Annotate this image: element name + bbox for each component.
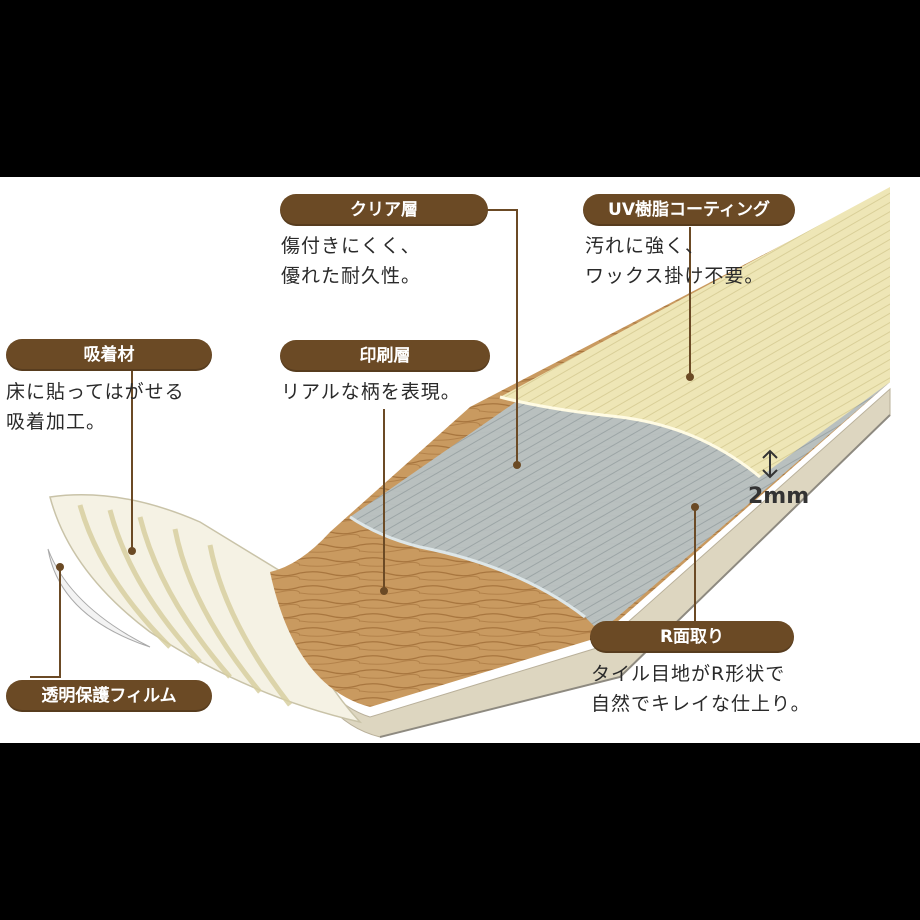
thickness-label: 2mm bbox=[748, 484, 810, 509]
print-layer-dot bbox=[380, 587, 388, 595]
film-dot bbox=[56, 563, 64, 571]
floor-tile-illustration bbox=[30, 187, 891, 738]
uv-coating-label: UV樹脂コーティング bbox=[583, 194, 795, 226]
adhesive-dot bbox=[128, 547, 136, 555]
uv-coating-desc: 汚れに強く、 ワックス掛け不要。 bbox=[585, 235, 765, 287]
diagram-panel: クリア層 傷付きにくく、 優れた耐久性。 UV樹脂コーティング 汚れに強く、 ワ… bbox=[0, 177, 920, 743]
protective-film bbox=[47, 548, 151, 648]
thickness-arrow-icon bbox=[762, 449, 778, 479]
r-bevel-label: R面取り bbox=[590, 621, 794, 653]
uv-layer bbox=[500, 187, 890, 477]
protective-film-label: 透明保護フィルム bbox=[6, 680, 212, 712]
print-layer-label: 印刷層 bbox=[280, 340, 490, 372]
adhesive-label: 吸着材 bbox=[6, 339, 212, 371]
r-bevel-dot bbox=[691, 503, 699, 511]
clear-layer-label: クリア層 bbox=[280, 194, 488, 226]
r-bevel-desc: タイル目地がR形状で 自然でキレイな仕上り。 bbox=[591, 663, 811, 715]
adhesive-desc: 床に貼ってはがせる 吸着加工。 bbox=[6, 381, 185, 433]
clear-layer-desc: 傷付きにくく、 優れた耐久性。 bbox=[281, 235, 422, 287]
clear-layer-dot bbox=[513, 461, 521, 469]
uv-layer-dot bbox=[686, 373, 694, 381]
print-layer-desc: リアルな柄を表現。 bbox=[281, 381, 461, 403]
